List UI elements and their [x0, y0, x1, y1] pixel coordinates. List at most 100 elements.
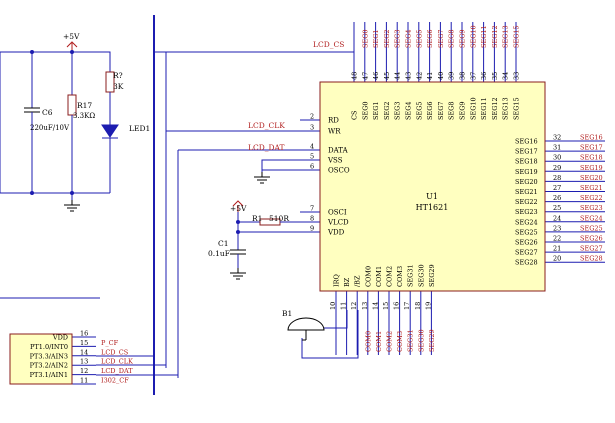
r-led-value: 3K — [113, 82, 124, 91]
top-pin-net-label: SEG3 — [394, 29, 402, 48]
top-pin-name: SEG6 — [426, 101, 434, 120]
mcu-pin-number: 13 — [80, 358, 88, 366]
mcu-pin-name: PT3.1/AIN1 — [30, 371, 68, 379]
top-pin-name: SEG1 — [372, 101, 380, 120]
net-label-lcd-dat: LCD_DAT — [248, 143, 285, 152]
bottom-pin-number: 16 — [393, 302, 401, 310]
right-pin-net-label: SEG21 — [580, 184, 603, 192]
bottom-pin-net-label: SEG30 — [417, 329, 425, 352]
right-pin-name: SEG17 — [515, 148, 538, 156]
mcu-pin-net-label: LCD_CS — [101, 348, 128, 356]
r1-ref: R1 — [252, 214, 262, 223]
bottom-pin-number: 15 — [382, 302, 390, 310]
left-pin-name: OSCO — [328, 167, 350, 175]
left-pin-number: 2 — [310, 113, 314, 121]
top-pin-number: 38 — [459, 72, 467, 80]
led1-ref: LED1 — [129, 124, 150, 133]
bottom-pin-name: COM2 — [386, 266, 394, 287]
right-pin-net-label: SEG18 — [580, 154, 603, 162]
top-pin-number: 37 — [469, 72, 477, 80]
top-pin-number: 45 — [383, 72, 391, 80]
top-pin-number: 43 — [405, 72, 413, 80]
chip-bottom-pins: IRQ10BZ11/BZ12COM013COM0COM114COM1COM215… — [329, 264, 436, 352]
right-pin-name: SEG22 — [515, 198, 538, 206]
right-pin-net-label: SEG19 — [580, 164, 603, 172]
right-pin-number: 27 — [553, 184, 561, 192]
top-pin-number: 35 — [491, 72, 499, 80]
right-pin-name: SEG19 — [515, 168, 538, 176]
right-pin-net-label: SEG28 — [580, 255, 603, 263]
bottom-pin-number: 17 — [403, 302, 411, 310]
bottom-pin-number: 13 — [361, 302, 369, 310]
net-label-lcd-clk: LCD_CLK — [248, 121, 285, 130]
top-pin-number: 44 — [394, 72, 402, 80]
bottom-pin-name: SEG30 — [417, 264, 425, 287]
mcu-pin-name: VDD — [52, 334, 68, 342]
right-pin-net-label: SEG25 — [580, 224, 603, 232]
led1-diode — [101, 124, 119, 138]
bottom-pin-number: 10 — [329, 302, 337, 310]
left-pin-number: 7 — [310, 205, 314, 213]
bottom-pin-name: COM0 — [364, 266, 372, 287]
osc-junction — [236, 220, 240, 224]
osc-power-arrow — [232, 200, 244, 207]
top-pin-name: SEG5 — [415, 101, 423, 120]
bottom-pin-name: BZ — [343, 277, 351, 287]
right-pin-name: SEG28 — [515, 259, 538, 267]
right-pin-number: 26 — [553, 194, 561, 202]
power-arrow — [66, 41, 78, 48]
top-pin-number: 48 — [351, 72, 359, 80]
r17-ref: R17 — [77, 101, 92, 110]
bottom-pin-number: 11 — [340, 302, 348, 310]
top-pin-number: 39 — [448, 72, 456, 80]
bottom-pin-number: 18 — [414, 302, 422, 310]
top-pin-number: 34 — [502, 72, 510, 80]
buzzer-ref: B1 — [282, 309, 292, 318]
right-pin-name: SEG18 — [515, 158, 538, 166]
right-pin-number: 23 — [553, 224, 561, 232]
bottom-pin-number: 12 — [350, 302, 358, 310]
top-pin-name: SEG12 — [491, 97, 499, 120]
left-pin-number: 8 — [310, 215, 314, 223]
bottom-pin-name: COM1 — [375, 266, 383, 287]
left-pin-name: OSCI — [328, 209, 347, 217]
power-label-5v: +5V — [63, 32, 80, 41]
top-pin-net-label: SEG4 — [405, 29, 413, 48]
r-led-ref: R? — [113, 71, 123, 80]
right-pin-net-label: SEG20 — [580, 174, 603, 182]
top-pin-number: 42 — [415, 72, 423, 80]
mcu-pin-name: PT3.3/AIN3 — [30, 352, 68, 360]
top-pin-net-label: SEG7 — [437, 29, 445, 48]
bottom-pin-net-label: COM0 — [364, 331, 372, 352]
bottom-pin-net-label: COM3 — [396, 331, 404, 352]
top-pin-name: SEG7 — [437, 101, 445, 120]
right-pin-name: SEG25 — [515, 228, 538, 236]
c6-junction — [30, 50, 34, 54]
chip-part-number: HT1621 — [416, 203, 449, 212]
mcu-pin-number: 12 — [80, 367, 88, 375]
mcu-pin-number: 14 — [80, 348, 88, 356]
top-pin-name: CS — [351, 111, 359, 120]
right-pin-net-label: SEG22 — [580, 194, 603, 202]
left-pin-name: RD — [328, 117, 339, 125]
top-pin-name: SEG11 — [480, 97, 488, 120]
top-pin-name: SEG13 — [502, 97, 510, 120]
left-pin-number: 5 — [310, 153, 314, 161]
top-pin-net-label: SEG1 — [372, 29, 380, 48]
right-pin-net-label: SEG23 — [580, 204, 603, 212]
bottom-pin-name: SEG31 — [407, 264, 415, 287]
c6-gnd-junction — [30, 191, 34, 195]
mcu-pin-name: PT1.0/INT0 — [30, 343, 68, 351]
osc-power-label-5v: +5V — [230, 204, 247, 213]
vss-ground-wire — [261, 159, 300, 172]
bottom-pin-net-label: COM2 — [386, 331, 394, 352]
chip-top-pins: 48CS47SEG0SEG046SEG1SEG145SEG2SEG244SEG3… — [351, 25, 521, 120]
mcu-pin-net-label: P_CF — [101, 339, 119, 347]
r1-value: 510R — [269, 214, 289, 223]
right-pin-name: SEG21 — [515, 188, 538, 196]
right-pin-name: SEG26 — [515, 239, 538, 247]
top-pin-number: 36 — [480, 72, 488, 80]
